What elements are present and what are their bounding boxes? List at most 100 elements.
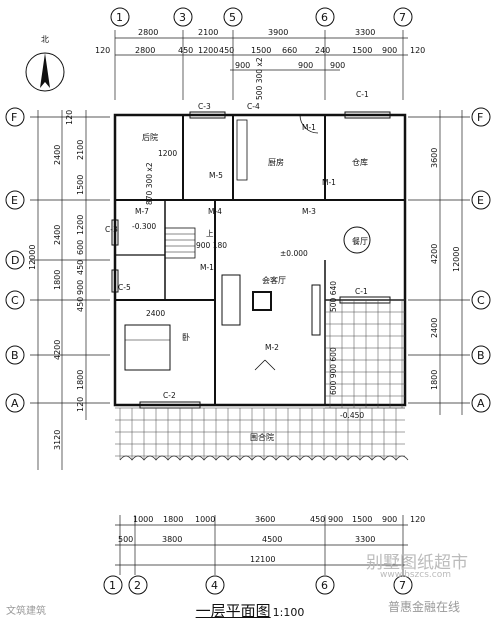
bottom-dimensions (115, 515, 408, 575)
walls (111, 111, 407, 409)
room-kitchen: 厨房 (268, 157, 284, 167)
svg-text:4200: 4200 (53, 340, 62, 360)
svg-text:500: 500 (118, 535, 133, 544)
svg-text:M-1: M-1 (302, 123, 316, 132)
svg-text:3300: 3300 (355, 535, 375, 544)
top-dimensions (114, 30, 408, 100)
room-living: 会客厅 (262, 275, 286, 285)
svg-text:12000: 12000 (28, 245, 37, 270)
svg-text:5: 5 (229, 11, 236, 24)
svg-text:12100: 12100 (250, 555, 275, 564)
svg-text:4: 4 (211, 579, 218, 592)
svg-text:1200: 1200 (76, 215, 85, 235)
svg-text:660: 660 (282, 46, 297, 55)
svg-text:900: 900 (235, 61, 250, 70)
room-backyard: 后院 (142, 132, 158, 142)
svg-text:1200: 1200 (198, 46, 218, 55)
right-dim-text: 12000 3600 4200 2400 1800 (430, 148, 461, 390)
svg-text:M-1: M-1 (200, 263, 214, 272)
svg-text:2: 2 (134, 579, 141, 592)
svg-text:1: 1 (116, 11, 123, 24)
svg-text:B: B (11, 349, 19, 362)
svg-text:C-1: C-1 (356, 90, 369, 99)
svg-text:450: 450 (310, 515, 325, 524)
svg-text:C-1: C-1 (355, 287, 368, 296)
svg-text:3120: 3120 (53, 430, 62, 450)
svg-text:900: 900 (298, 61, 313, 70)
svg-text:900 180: 900 180 (196, 241, 227, 250)
hedge-border (119, 455, 409, 461)
svg-text:4200: 4200 (430, 244, 439, 264)
svg-text:A: A (477, 397, 485, 410)
svg-text:F: F (11, 111, 17, 124)
svg-text:1500: 1500 (352, 46, 372, 55)
svg-text:M-1: M-1 (322, 178, 336, 187)
svg-text:450: 450 (76, 260, 85, 275)
svg-text:上: 上 (206, 229, 214, 238)
room-courtyard: 围合院 (250, 432, 274, 442)
watermark-right-site: 别墅图纸超市 (366, 553, 468, 573)
svg-text:500 640: 500 640 (329, 281, 338, 312)
north-label: 北 (41, 35, 49, 44)
svg-text:900: 900 (328, 515, 343, 524)
svg-text:120: 120 (65, 110, 74, 125)
svg-text:-0.300: -0.300 (132, 222, 156, 231)
svg-text:1: 1 (109, 579, 116, 592)
svg-text:600 900 600: 600 900 600 (329, 347, 338, 395)
svg-text:C-2: C-2 (163, 391, 176, 400)
svg-text:-0.450: -0.450 (340, 411, 364, 420)
svg-text:1500: 1500 (251, 46, 271, 55)
svg-text:C: C (11, 294, 19, 307)
svg-text:B: B (477, 349, 485, 362)
svg-text:F: F (477, 111, 483, 124)
svg-text:600: 600 (76, 240, 85, 255)
right-axis-bubbles: F E C B A (471, 107, 491, 413)
svg-text:C: C (477, 294, 485, 307)
element-tags: C-3 C-4 M-1 C-1 M-5 M-7 M-4 M-3 M-1 C-5 … (105, 90, 369, 400)
svg-text:120: 120 (410, 515, 425, 524)
svg-text:1500: 1500 (352, 515, 372, 524)
svg-text:2100: 2100 (76, 140, 85, 160)
svg-text:C-3: C-3 (105, 225, 118, 234)
svg-text:6: 6 (321, 579, 328, 592)
svg-text:M-7: M-7 (135, 207, 149, 216)
svg-text:M-2: M-2 (265, 343, 279, 352)
svg-text:M-3: M-3 (302, 207, 316, 216)
watermark-left-bottom: 文筑建筑 (6, 606, 46, 617)
drawing-scale: 1:100 (272, 606, 305, 619)
svg-text:1500: 1500 (76, 175, 85, 195)
svg-text:±0.000: ±0.000 (280, 249, 308, 258)
svg-text:2400: 2400 (146, 309, 165, 318)
north-arrow-icon: 北 (25, 35, 65, 92)
drawing-title-text: 一层平面图 (195, 602, 271, 620)
svg-text:M-5: M-5 (209, 171, 223, 180)
watermark-right-url: www.bszcs.com (380, 570, 451, 580)
svg-text:A: A (11, 397, 19, 410)
svg-text:E: E (477, 194, 484, 207)
top-dim-text: 2800 2100 3900 3300 120 2800 450 1200 45… (95, 28, 425, 100)
room-bedroom: 卧 (182, 333, 190, 342)
svg-text:1000: 1000 (195, 515, 215, 524)
svg-text:1800: 1800 (163, 515, 183, 524)
courtyard-paving (115, 299, 405, 460)
bottom-dim-text: 500 1000 1800 1000 3600 450 900 1500 900… (118, 515, 425, 564)
svg-text:500 300 x2: 500 300 x2 (255, 57, 264, 100)
top-axis-bubbles: 1 3 5 6 7 (110, 7, 413, 27)
svg-text:2800: 2800 (138, 28, 158, 37)
svg-text:450: 450 (219, 46, 234, 55)
svg-text:3600: 3600 (255, 515, 275, 524)
left-axis-bubbles: F E D C B A (5, 107, 25, 413)
svg-text:2800: 2800 (135, 46, 155, 55)
svg-text:870 300 x2: 870 300 x2 (145, 162, 154, 205)
left-dim-text: 12000 2400 2400 1800 4200 3120 2100 1500… (28, 110, 85, 450)
svg-text:900: 900 (382, 46, 397, 55)
svg-text:450: 450 (178, 46, 193, 55)
misc-dims: 870 300 x2 1200 900 180 2400 500 640 600… (132, 149, 364, 420)
svg-text:3: 3 (179, 11, 186, 24)
svg-text:120: 120 (410, 46, 425, 55)
svg-text:120: 120 (95, 46, 110, 55)
svg-text:C-4: C-4 (247, 102, 260, 111)
svg-text:3300: 3300 (355, 28, 375, 37)
watermark-right-account: 普惠金融在线 (388, 600, 461, 614)
